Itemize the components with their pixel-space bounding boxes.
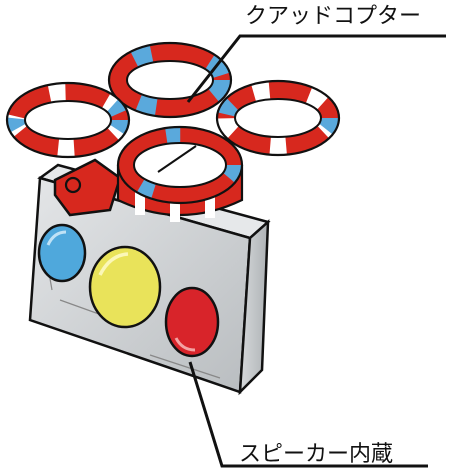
signal-light-yellow <box>88 245 162 329</box>
propeller-guard-right <box>215 79 341 157</box>
callout-quadcopter-label: クアッドコプター <box>245 4 422 29</box>
propeller-guard-front <box>116 125 244 222</box>
signal-light-blue <box>37 223 87 283</box>
drone-arm <box>53 158 122 217</box>
callout-speaker-label: スピーカー内蔵 <box>239 442 394 467</box>
leader-line-speaker <box>188 361 428 468</box>
leader-line-quadcopter <box>186 34 446 103</box>
propeller-guard-left <box>5 81 131 159</box>
propeller-guard-back <box>107 41 233 119</box>
signal-light-red <box>164 286 220 358</box>
